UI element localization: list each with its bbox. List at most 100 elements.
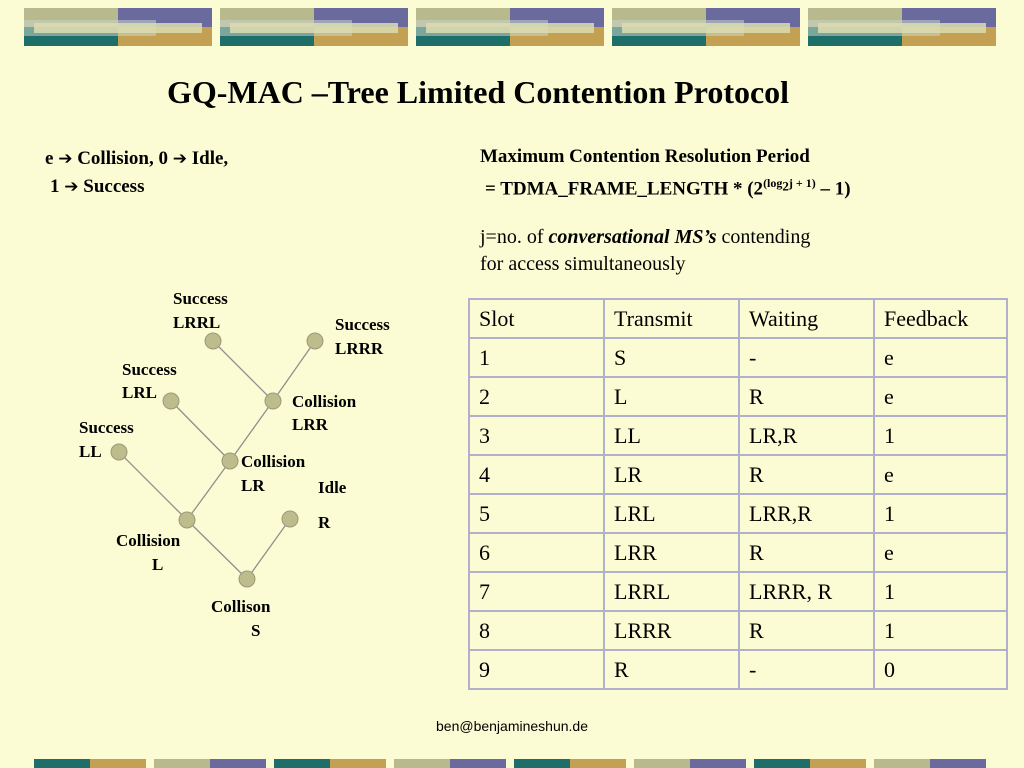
label-lrrr: LRRR [335, 339, 384, 358]
arrow-right-icon: ➔ [172, 149, 187, 169]
feedback-legend: e ➔ Collision, 0 ➔ Idle, 1 ➔ Success [45, 145, 228, 201]
label-ll: LL [79, 442, 102, 461]
edge-lrr-lrrl [212, 340, 274, 402]
cell-slot: 1 [468, 337, 605, 378]
desc-part2: contending [716, 226, 811, 248]
column-header-slot: Slot [468, 298, 605, 339]
cell-transmit: LR [603, 454, 740, 495]
cell-waiting: LRRR, R [738, 571, 875, 612]
cell-waiting: LR,R [738, 415, 875, 456]
decor-tile [394, 759, 506, 768]
decor-tile [34, 759, 146, 768]
label-lr: LR [241, 476, 265, 495]
label-r-status: Idle [318, 478, 347, 497]
decor-tile [274, 759, 386, 768]
contention-tree-diagram: Success LRRL Success LRRR Success LRL Co… [79, 289, 390, 640]
cell-waiting: R [738, 454, 875, 495]
cell-slot: 5 [468, 493, 605, 534]
node-l [178, 511, 196, 529]
formula-exp-rest: j + 1) [788, 176, 816, 190]
node-s [238, 570, 256, 588]
desc-line2: for access simultaneously [480, 253, 686, 275]
cell-feedback: 1 [873, 415, 1008, 456]
legend-e: e [45, 148, 54, 169]
cell-waiting: LRR,R [738, 493, 875, 534]
decor-tile [220, 8, 408, 46]
decor-tile [612, 8, 800, 46]
legend-idle: Idle, [191, 148, 229, 169]
decor-tile [514, 759, 626, 768]
desc-part1: j=no. of [480, 226, 549, 248]
node-lrrr [306, 332, 324, 350]
cell-transmit: R [603, 649, 740, 690]
decor-tile [154, 759, 266, 768]
header-decoration [24, 8, 1000, 46]
label-l-status: Collision [116, 531, 181, 550]
node-lr [221, 452, 239, 470]
legend-line-1: e ➔ Collision, 0 ➔ Idle, [45, 145, 228, 173]
edge-l-lr [186, 460, 231, 521]
cell-slot: 8 [468, 610, 605, 651]
column-header-waiting: Waiting [738, 298, 875, 339]
cell-waiting: - [738, 337, 875, 378]
node-lrrl [204, 332, 222, 350]
cell-waiting: R [738, 610, 875, 651]
label-lrrr-status: Success [335, 315, 390, 334]
legend-one: 1 [50, 176, 60, 197]
cell-slot: 7 [468, 571, 605, 612]
cell-waiting: - [738, 649, 875, 690]
label-r: R [318, 513, 331, 532]
node-lrr [264, 392, 282, 410]
column-header-transmit: Transmit [603, 298, 740, 339]
desc-emphasis: conversational MS’s [548, 226, 717, 248]
edge-s-l [186, 519, 248, 580]
legend-line-2: 1 ➔ Success [45, 173, 228, 201]
cell-slot: 4 [468, 454, 605, 495]
label-s: S [251, 621, 260, 640]
footer-email: ben@benjamineshun.de [436, 718, 588, 734]
cell-feedback: 1 [873, 493, 1008, 534]
label-lrrl-status: Success [173, 289, 228, 308]
cell-transmit: L [603, 376, 740, 417]
node-ll [110, 443, 128, 461]
contention-formula: Maximum Contention Resolution Period = T… [480, 143, 851, 202]
cell-slot: 2 [468, 376, 605, 417]
label-lrr: LRR [292, 415, 329, 434]
decor-tile [634, 759, 746, 768]
decor-tile [754, 759, 866, 768]
decor-tile [24, 8, 212, 46]
decor-tile [416, 8, 604, 46]
cell-feedback: 1 [873, 571, 1008, 612]
edge-l-ll [118, 451, 188, 521]
cell-transmit: LL [603, 415, 740, 456]
arrow-right-icon: ➔ [58, 149, 73, 169]
formula-suffix: – 1) [815, 178, 851, 200]
label-ll-status: Success [79, 418, 134, 437]
cell-slot: 9 [468, 649, 605, 690]
node-lrl [162, 392, 180, 410]
formula-log-base: 2 [782, 178, 789, 194]
cell-transmit: LRL [603, 493, 740, 534]
footer-decoration [34, 759, 1004, 768]
cell-transmit: S [603, 337, 740, 378]
slide-title: GQ-MAC –Tree Limited Contention Protocol [166, 74, 790, 110]
cell-waiting: R [738, 376, 875, 417]
formula-heading: Maximum Contention Resolution Period [480, 146, 810, 167]
cell-feedback: e [873, 454, 1008, 495]
label-lrl-status: Success [122, 360, 177, 379]
cell-feedback: e [873, 532, 1008, 573]
decor-tile [874, 759, 986, 768]
formula-exp-open: (log [763, 176, 783, 190]
formula-exponent: (log2j + 1) [763, 176, 816, 194]
table-header-row: Slot Transmit Waiting Feedback [468, 298, 1008, 339]
formula-expression: = TDMA_FRAME_LENGTH * (2(log2j + 1) – 1) [480, 170, 851, 202]
cell-feedback: e [873, 376, 1008, 417]
label-lrr-status: Collision [292, 392, 357, 411]
